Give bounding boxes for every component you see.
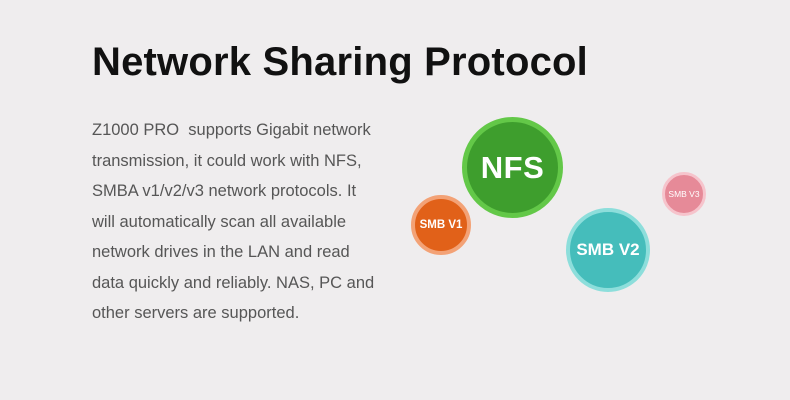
- description-line: will automatically scan all available: [92, 212, 347, 231]
- description-line: other servers are supported.: [92, 304, 300, 322]
- nfs-label: NFS: [480, 149, 545, 185]
- smb-v3-bubble: SMB V3: [662, 172, 706, 216]
- page-title: Network Sharing Protocol: [92, 40, 588, 84]
- description-line: network drives in the LAN and read: [92, 243, 350, 261]
- smb-v1-bubble: SMB V1: [411, 195, 471, 255]
- description-text: Z1000 PRO supports Gigabit network trans…: [92, 115, 392, 329]
- smb-v3-label: SMB V3: [668, 189, 700, 199]
- smb-v2-label: SMB V2: [576, 240, 640, 259]
- smb-v2-bubble: SMB V2: [566, 208, 650, 292]
- description-line: data quickly and reliably. NAS, PC and: [92, 273, 375, 292]
- nfs-bubble: NFS: [462, 117, 563, 218]
- description-line: Z1000 PRO supports Gigabit network: [92, 121, 371, 139]
- smb-v1-label: SMB V1: [419, 219, 463, 231]
- description-line: SMBA v1/v2/v3 network protocols. It: [92, 182, 357, 200]
- description-line: transmission, it could work with NFS,: [92, 151, 362, 170]
